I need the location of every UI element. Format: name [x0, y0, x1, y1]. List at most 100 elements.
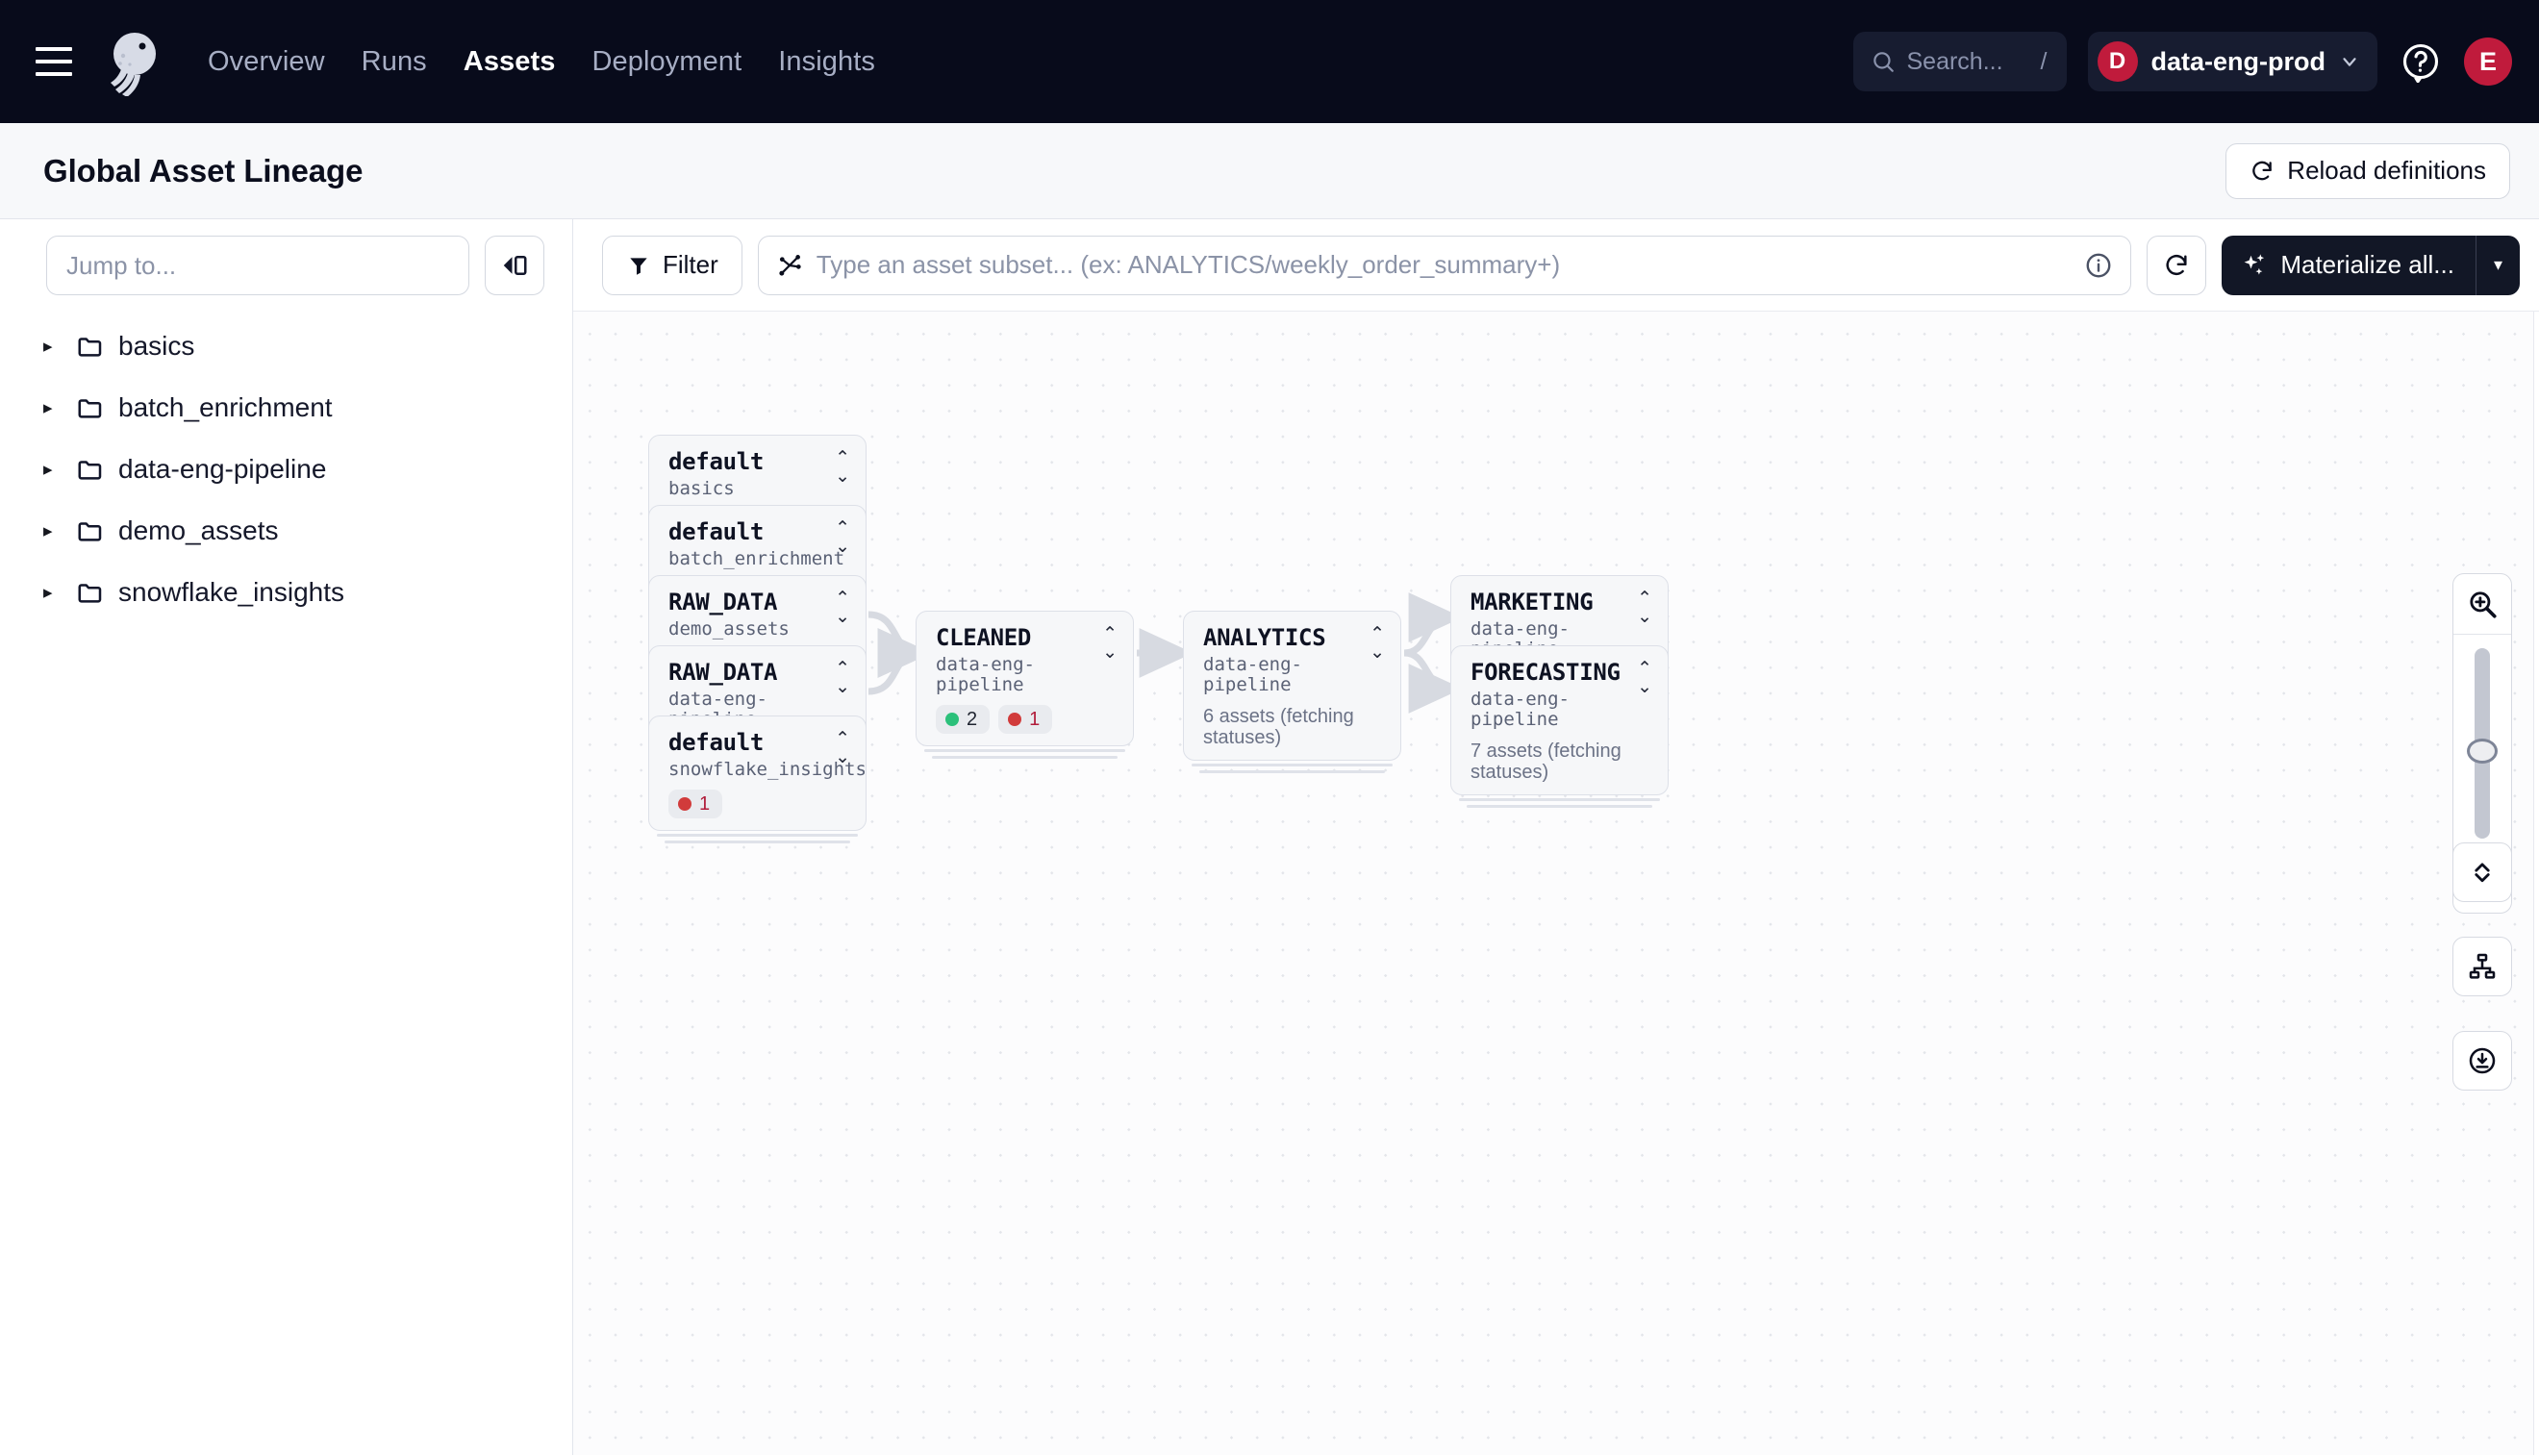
chevron-right-icon[interactable]: ▸: [43, 582, 53, 603]
top-navigation-bar: Overview Runs Assets Deployment Insights…: [0, 0, 2539, 123]
folder-icon: [76, 578, 118, 607]
layout-graph-button[interactable]: [2452, 937, 2512, 996]
expand-collapse-all-button[interactable]: [2452, 842, 2512, 902]
asset-group-node[interactable]: ANALYTICS data-eng-pipeline 6 assets (fe…: [1183, 611, 1401, 774]
materialize-dropdown-caret[interactable]: ▾: [2493, 255, 2502, 274]
status-count: 1: [699, 792, 711, 815]
node-title: ANALYTICS: [1203, 624, 1326, 651]
nav-link-overview[interactable]: Overview: [208, 45, 325, 77]
node-title: RAW_DATA: [668, 589, 778, 615]
collapse-sidebar-icon: [503, 256, 527, 275]
asset-lineage-canvas[interactable]: default basics 3 ⌃⌄ default batch_enrich…: [573, 312, 2539, 1455]
jump-to-input[interactable]: Jump to...: [46, 236, 469, 295]
nav-link-runs[interactable]: Runs: [361, 45, 427, 77]
node-stack-line: [932, 756, 1118, 760]
sidebar-item-demo_assets[interactable]: ▸ demo_assets: [0, 500, 572, 562]
hamburger-icon[interactable]: [29, 37, 79, 87]
node-asset-count-note: 6 assets (fetching statuses): [1203, 706, 1354, 749]
zoom-divider: [2453, 634, 2511, 635]
node-subtitle: snowflake_insights: [668, 759, 867, 781]
download-icon: [2469, 1047, 2496, 1074]
expand-collapse-icon[interactable]: ⌃⌄: [1637, 659, 1652, 697]
zoom-slider[interactable]: [2453, 635, 2511, 852]
status-badge[interactable]: 1: [998, 705, 1053, 735]
status-dot-failed-icon: [1008, 713, 1022, 727]
node-stack-line: [1199, 770, 1385, 774]
status-dot-success-icon: [945, 713, 959, 727]
chevron-right-icon[interactable]: ▸: [43, 397, 53, 418]
deployment-name: data-eng-prod: [2150, 46, 2326, 76]
hierarchy-layout-icon: [2469, 953, 2496, 979]
sidebar-item-batch_enrichment[interactable]: ▸ batch_enrichment: [0, 377, 572, 439]
node-stack-line: [1467, 805, 1652, 809]
asset-group-node[interactable]: FORECASTING data-eng-pipeline 7 assets (…: [1450, 645, 1669, 809]
expand-collapse-icon[interactable]: ⌃⌄: [835, 659, 850, 697]
expand-collapse-icon[interactable]: ⌃⌄: [1102, 624, 1118, 663]
reload-definitions-button[interactable]: Reload definitions: [2225, 142, 2510, 199]
materialize-all-button[interactable]: Materialize all... ▾: [2222, 235, 2520, 295]
status-count: 1: [1029, 708, 1041, 730]
chevron-right-icon[interactable]: ▸: [43, 336, 53, 357]
expand-collapse-icon[interactable]: ⌃⌄: [1370, 624, 1385, 663]
node-title: RAW_DATA: [668, 659, 778, 686]
sidebar-item-data-eng-pipeline[interactable]: ▸ data-eng-pipeline: [0, 439, 572, 500]
nav-link-deployment[interactable]: Deployment: [591, 45, 742, 77]
expand-collapse-icon[interactable]: ⌃⌄: [835, 448, 850, 487]
materialize-all-main[interactable]: Materialize all...: [2222, 236, 2476, 295]
folder-icon: [76, 393, 118, 422]
asset-group-node[interactable]: CLEANED data-eng-pipeline 2 1 ⌃⌄: [916, 611, 1134, 760]
node-status-badges: 2 1: [936, 705, 1114, 735]
zoom-in-button[interactable]: [2453, 574, 2511, 634]
sidebar-item-label: basics: [118, 331, 195, 361]
node-subtitle: basics: [668, 478, 735, 500]
search-placeholder: Search...: [1906, 47, 2003, 75]
node-subtitle: demo_assets: [668, 618, 790, 640]
node-stack-line: [924, 749, 1125, 753]
chevron-right-icon[interactable]: ▸: [43, 520, 53, 541]
deployment-switcher[interactable]: D data-eng-prod: [2087, 32, 2377, 91]
download-graph-button[interactable]: [2452, 1031, 2512, 1091]
sidebar-item-basics[interactable]: ▸ basics: [0, 315, 572, 377]
folder-icon: [76, 332, 118, 361]
sidebar-item-snowflake_insights[interactable]: ▸ snowflake_insights: [0, 562, 572, 623]
sidebar-item-label: snowflake_insights: [118, 577, 345, 607]
zoom-slider-handle[interactable]: [2467, 739, 2498, 764]
refresh-graph-button[interactable]: [2147, 235, 2207, 295]
dagster-logo[interactable]: [100, 27, 169, 96]
info-circle-icon[interactable]: [2084, 251, 2113, 280]
expand-collapse-icon[interactable]: ⌃⌄: [835, 589, 850, 627]
node-subtitle: data-eng-pipeline: [936, 654, 1035, 696]
asset-group-node[interactable]: default snowflake_insights 1 ⌃⌄: [648, 715, 867, 844]
asset-subset-input[interactable]: Type an asset subset... (ex: ANALYTICS/w…: [757, 235, 2132, 295]
asset-group-tree: ▸ basics ▸ batch_enrichment ▸ data-eng-p…: [0, 312, 572, 623]
user-avatar[interactable]: E: [2464, 38, 2512, 86]
node-subtitle: data-eng-pipeline: [1203, 654, 1302, 696]
expand-collapse-icon[interactable]: ⌃⌄: [835, 518, 850, 557]
body-split: Jump to... ▸ basics ▸: [0, 219, 2539, 1455]
node-subtitle: batch_enrichment: [668, 548, 845, 570]
node-subtitle: data-eng-pipeline: [1471, 689, 1570, 731]
node-title: CLEANED: [936, 624, 1032, 651]
zoom-in-icon: [2470, 591, 2497, 618]
edge-analytics-to-forecasting: [1403, 649, 1463, 714]
status-badge[interactable]: 2: [936, 705, 991, 735]
help-button[interactable]: [2399, 39, 2443, 84]
expand-collapse-icon[interactable]: ⌃⌄: [1637, 589, 1652, 627]
status-count: 2: [967, 708, 978, 730]
sidebar-item-label: demo_assets: [118, 515, 279, 545]
collapse-sidebar-button[interactable]: [485, 236, 544, 295]
filter-button[interactable]: Filter: [602, 235, 742, 295]
status-badge[interactable]: 1: [668, 790, 723, 819]
search-input[interactable]: Search... /: [1852, 32, 2067, 91]
chevron-down-icon: [2343, 58, 2356, 66]
expand-collapse-icon[interactable]: ⌃⌄: [835, 729, 850, 767]
page-title: Global Asset Lineage: [43, 152, 364, 188]
chevron-right-icon[interactable]: ▸: [43, 459, 53, 480]
deployment-badge: D: [2097, 41, 2138, 82]
nav-link-insights[interactable]: Insights: [778, 45, 875, 77]
graph-toolbar: Filter Type an asset subset... (ex: ANAL…: [573, 219, 2539, 312]
status-dot-failed-icon: [678, 797, 691, 812]
node-title: FORECASTING: [1471, 659, 1621, 686]
expand-collapse-icon: [2475, 863, 2490, 883]
nav-link-assets[interactable]: Assets: [463, 45, 556, 77]
